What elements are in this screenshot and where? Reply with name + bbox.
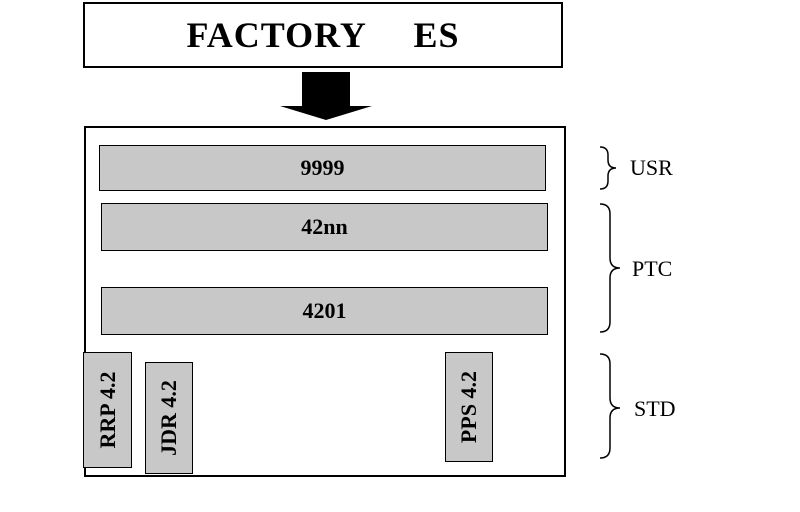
layer-usr-9999: 9999	[99, 145, 546, 191]
std-module-jdr: JDR 4.2	[145, 362, 193, 474]
factory-title-box: FACTORY ES	[83, 2, 563, 68]
std-module-label: PPS 4.2	[456, 370, 481, 444]
layer-label: 4201	[302, 298, 347, 323]
down-arrow-icon	[280, 72, 372, 120]
layer-label: 42nn	[301, 214, 348, 239]
std-brace	[599, 353, 621, 459]
layer-label: 9999	[300, 155, 345, 180]
std-module-pps: PPS 4.2	[445, 352, 493, 462]
group-label-usr: USR	[630, 155, 673, 180]
usr-brace	[599, 146, 617, 190]
std-module-rrp: RRP 4.2	[83, 352, 132, 468]
layer-ptc-4201: 4201	[101, 287, 548, 335]
ptc-brace	[599, 203, 621, 333]
std-module-label: JDR 4.2	[156, 380, 181, 456]
layer-ptc-42nn: 42nn	[101, 203, 548, 251]
group-label-ptc: PTC	[632, 256, 673, 281]
group-label-std: STD	[634, 396, 676, 421]
factory-title: FACTORY ES	[186, 15, 460, 55]
std-module-label: RRP 4.2	[94, 371, 120, 449]
